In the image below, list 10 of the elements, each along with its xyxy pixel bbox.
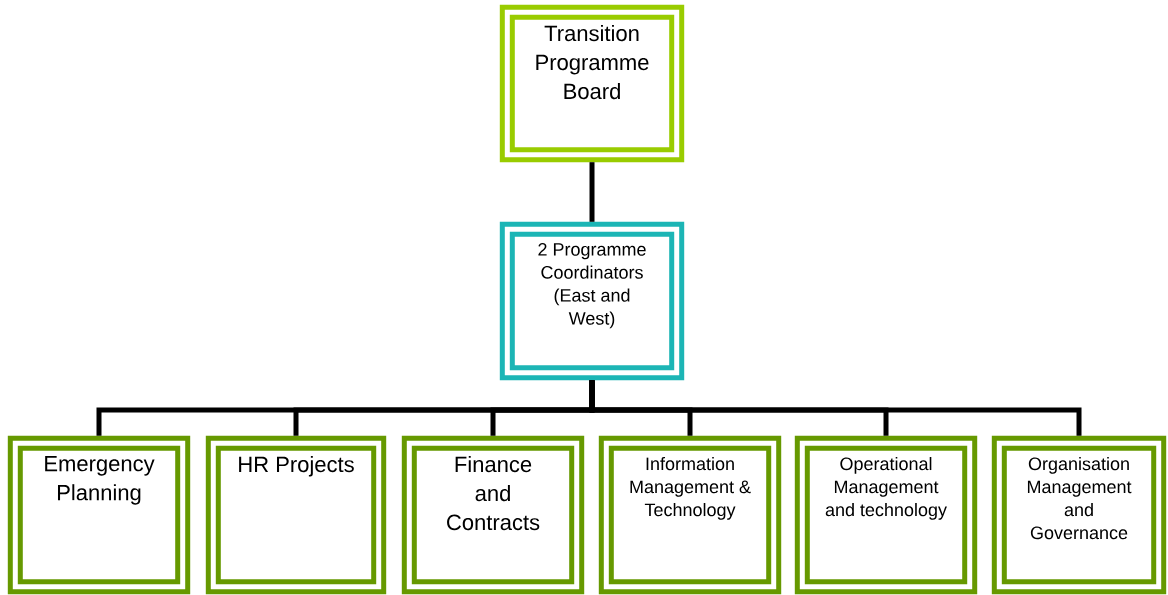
connector-line — [589, 162, 595, 222]
double-bordered-box: HR Projects — [205, 435, 387, 595]
double-bordered-box: Emergency Planning — [7, 435, 191, 595]
double-bordered-box: Transition Programme Board — [499, 4, 685, 163]
double-bordered-box: Finance and Contracts — [401, 435, 585, 595]
double-bordered-box: Information Management & Technology — [598, 435, 782, 595]
double-bordered-box: 2 Programme Coordinators (East and West) — [499, 221, 685, 381]
double-bordered-box: Organisation Management and Governance — [991, 435, 1167, 595]
double-bordered-box: Operational Management and technology — [794, 435, 978, 595]
connector-line — [589, 380, 1082, 436]
